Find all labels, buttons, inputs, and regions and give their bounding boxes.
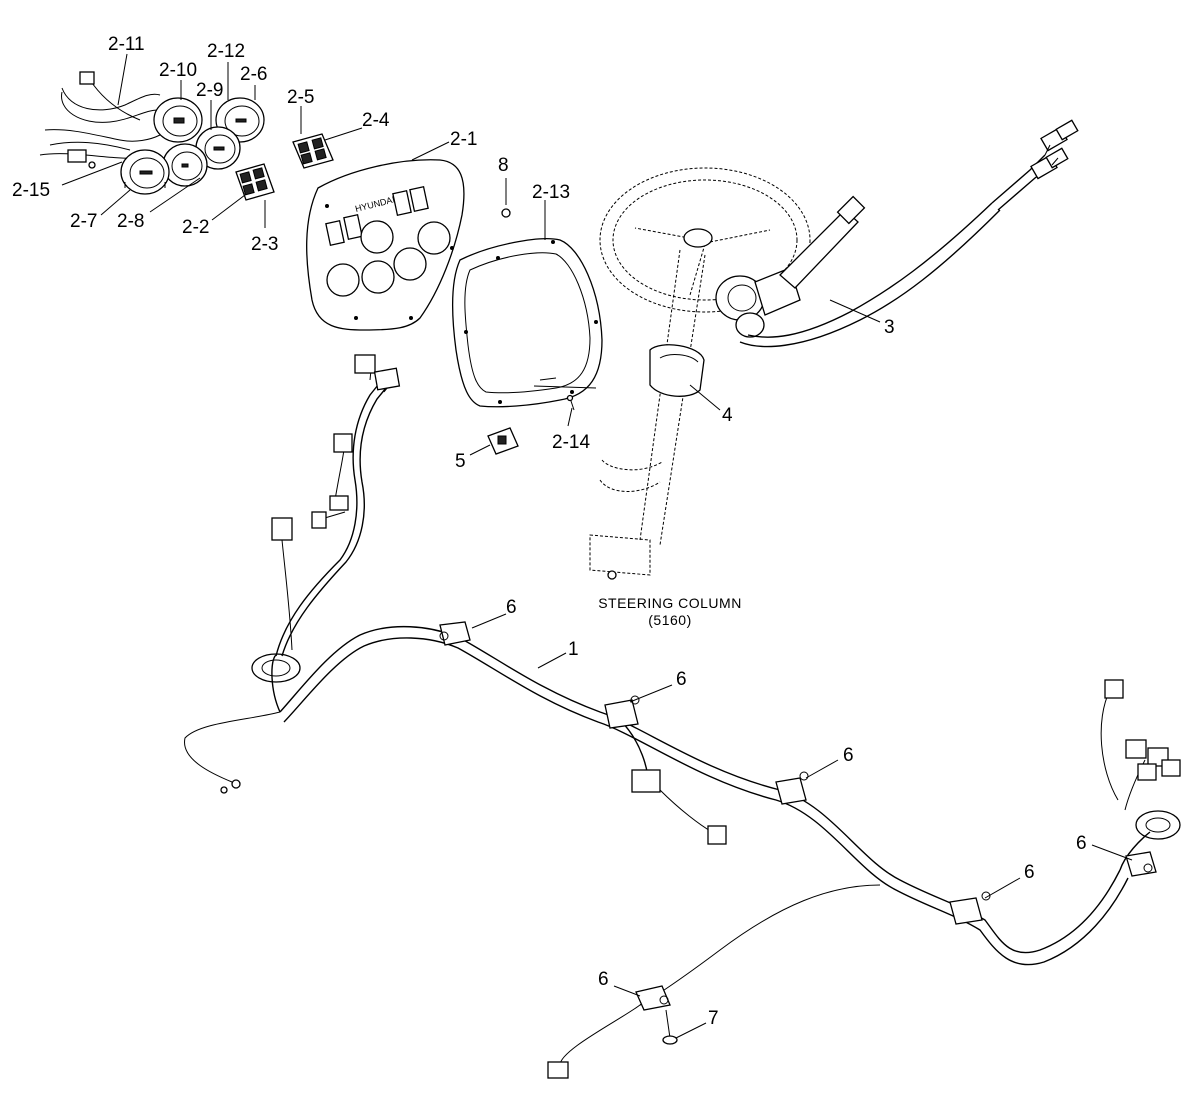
callout-2-6: 2-6 (240, 64, 267, 85)
clip-6-b (604, 695, 640, 729)
screw-8 (501, 208, 511, 218)
callout-6-f: 6 (598, 969, 609, 990)
callout-2-15: 2-15 (12, 180, 50, 201)
callout-6-d: 6 (1024, 862, 1035, 883)
callout-2-12: 2-12 (207, 41, 245, 62)
clip-6-f (635, 985, 671, 1011)
switch-pair-2-2 (235, 163, 275, 201)
gauge-cluster-assembly (39, 71, 265, 195)
caption-title: STEERING COLUMN (598, 595, 742, 611)
callout-2-3: 2-3 (251, 234, 278, 255)
callout-2-14: 2-14 (552, 432, 590, 453)
callout-1: 1 (568, 639, 579, 660)
bolt-7 (662, 1009, 678, 1045)
callout-5: 5 (455, 451, 466, 472)
clip-6-d (949, 891, 991, 925)
callout-6-e: 6 (1076, 833, 1087, 854)
callout-4: 4 (722, 405, 733, 426)
callout-2-1: 2-1 (450, 129, 477, 150)
gauge-2-9 (195, 126, 241, 170)
screw-2-14 (566, 394, 575, 411)
callout-2-11: 2-11 (108, 34, 145, 55)
caption-ref: (5160) (648, 612, 691, 628)
callout-2-7: 2-7 (70, 211, 97, 232)
callout-2-4: 2-4 (362, 110, 390, 131)
leader-lines (61, 53, 1133, 1039)
callout-7: 7 (708, 1008, 719, 1029)
callout-3: 3 (884, 317, 895, 338)
callout-labels: 2-11 2-10 2-12 2-9 2-6 2-5 2-4 2-1 2-15 … (12, 34, 1087, 1029)
part-5-plate (487, 427, 519, 455)
gauge-2-10 (153, 97, 203, 143)
callout-8: 8 (498, 155, 509, 176)
main-harness-1 (184, 354, 1181, 1079)
callout-2-13: 2-13 (532, 182, 570, 203)
callout-6-b: 6 (676, 669, 687, 690)
switch-pair-2-4 (292, 133, 334, 169)
harness-3 (739, 119, 1079, 348)
lens-bezel-2-13 (452, 238, 603, 408)
callout-2-2: 2-2 (182, 217, 209, 238)
dash-panel-2-1: HYUNDAI (306, 159, 465, 331)
clip-6-a (439, 621, 471, 646)
clip-6-c (775, 771, 809, 805)
callout-2-5: 2-5 (287, 87, 314, 108)
clip-6-e (1125, 851, 1157, 877)
gauge-2-8 (162, 143, 208, 187)
gauge-2-7 (120, 149, 170, 195)
callout-2-8: 2-8 (117, 211, 144, 232)
steering-column (589, 167, 866, 580)
callout-2-9: 2-9 (196, 80, 223, 101)
callout-2-10: 2-10 (159, 60, 197, 81)
steering-column-caption: STEERING COLUMN (5160) (598, 595, 742, 628)
callout-6-a: 6 (506, 597, 517, 618)
callout-6-c: 6 (843, 745, 854, 766)
